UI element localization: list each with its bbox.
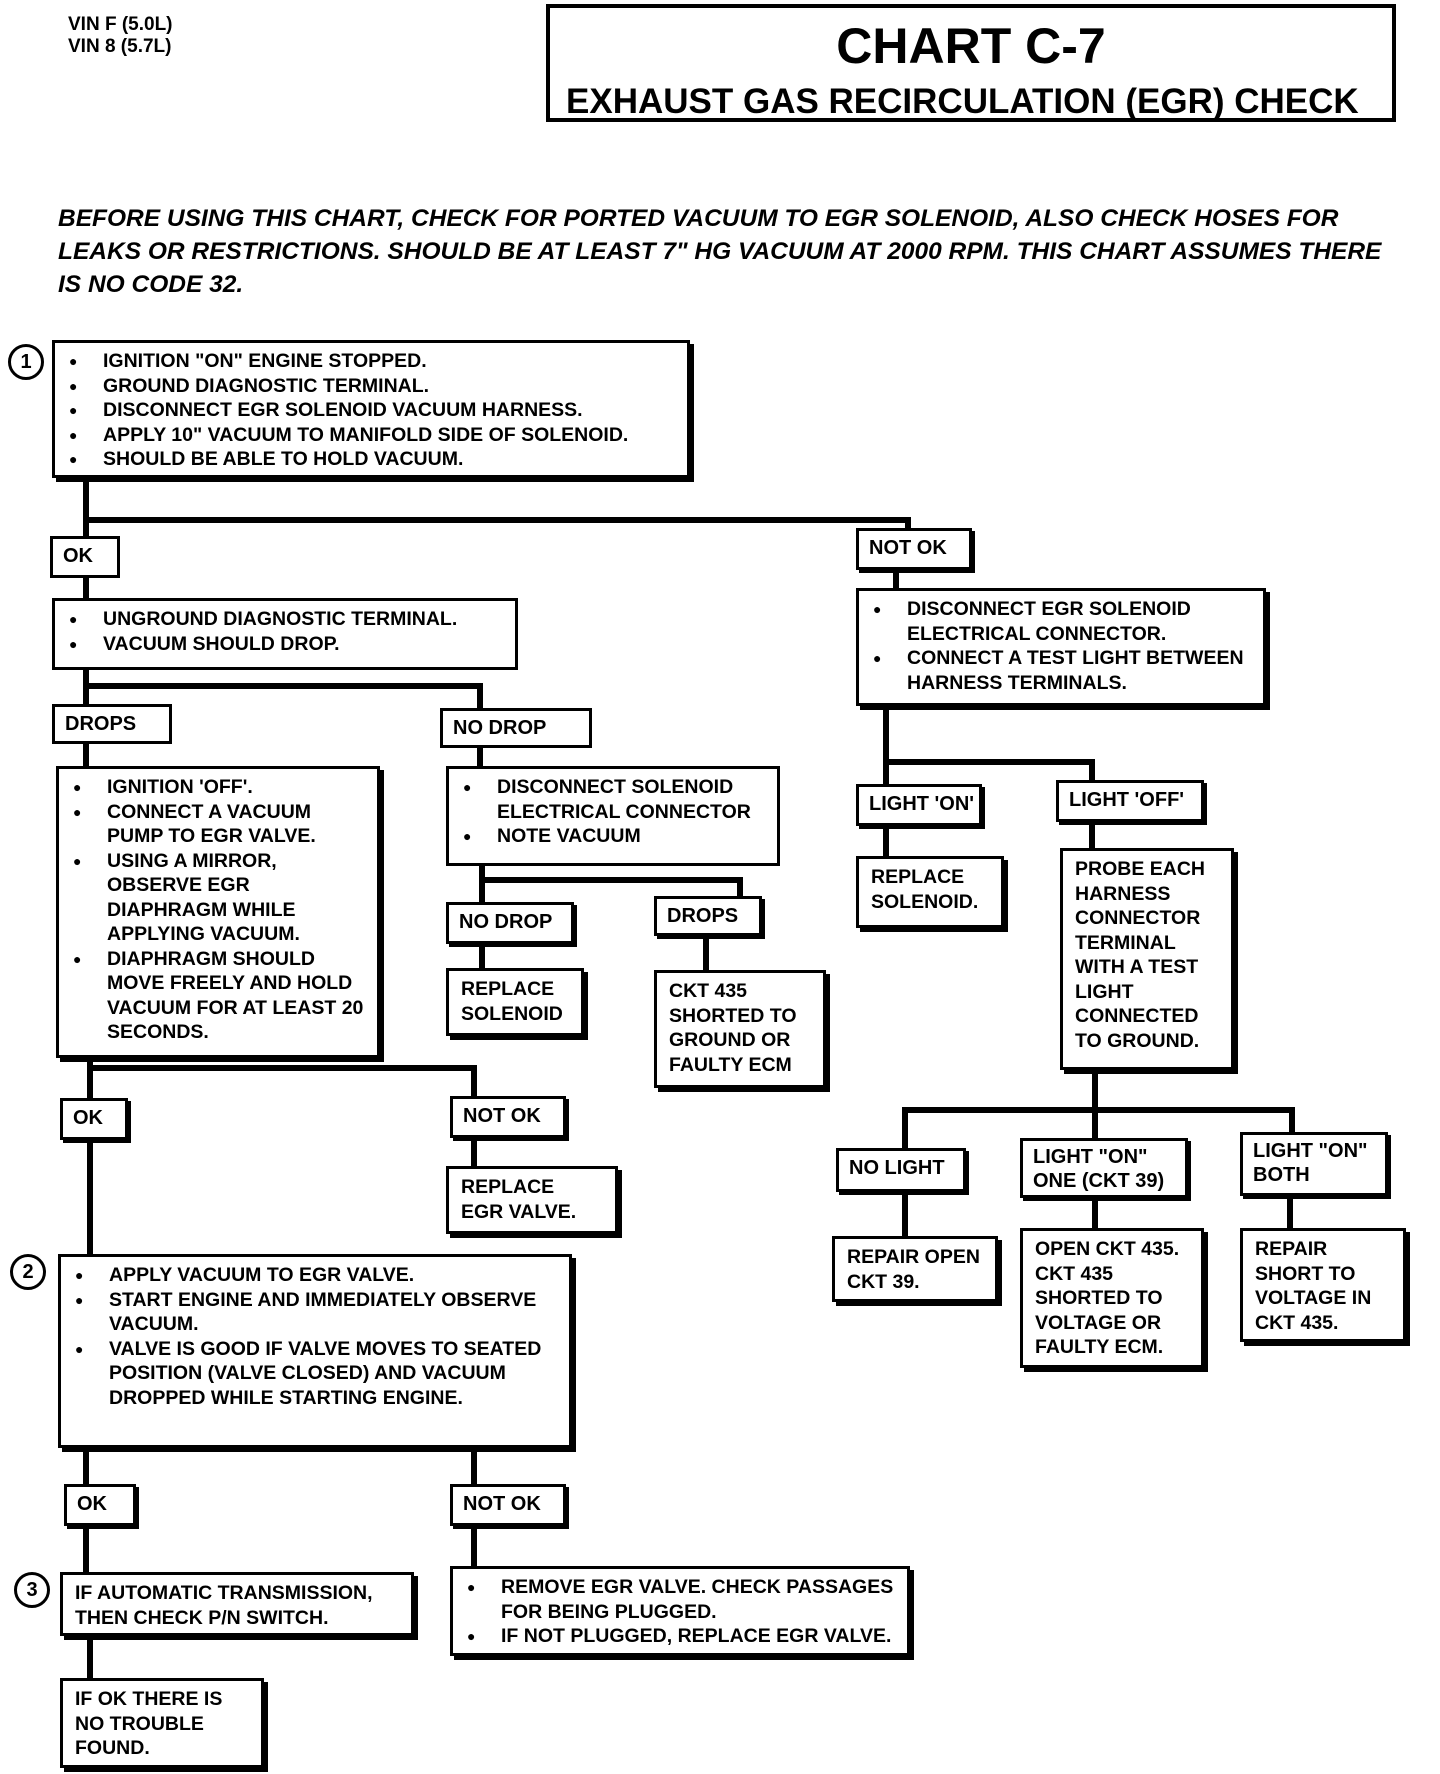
label-no-light: NO LIGHT	[836, 1148, 966, 1192]
label-light-on: LIGHT 'ON'	[856, 784, 982, 826]
label-ok: OK	[60, 1098, 128, 1140]
repair-short-box: REPAIR SHORT TO VOLTAGE IN CKT 435.	[1240, 1228, 1406, 1342]
ignition-off-box: IGNITION 'OFF'. CONNECT A VACUUM PUMP TO…	[56, 766, 380, 1058]
list-item: START ENGINE AND IMMEDIATELY OBSERVE VAC…	[73, 1288, 559, 1337]
list-item: IGNITION 'OFF'.	[71, 775, 367, 800]
list-item: VACUUM SHOULD DROP.	[67, 632, 505, 657]
label-not-ok: NOT OK	[450, 1484, 566, 1526]
title-box: CHART C-7 EXHAUST GAS RECIRCULATION (EGR…	[546, 4, 1396, 122]
list-item: CONNECT A VACUUM PUMP TO EGR VALVE.	[71, 800, 367, 849]
step-number: 2	[10, 1254, 46, 1290]
label-no-drop: NO DROP	[446, 902, 574, 944]
list-item: DISCONNECT EGR SOLENOID VACUUM HARNESS.	[67, 398, 677, 423]
list-item: USING A MIRROR, OBSERVE EGR DIAPHRAGM WH…	[71, 849, 367, 947]
replace-solenoid-box: REPLACE SOLENOID.	[856, 856, 1004, 928]
list-item: UNGROUND DIAGNOSTIC TERMINAL.	[67, 607, 505, 632]
repair-open-box: REPAIR OPEN CKT 39.	[832, 1236, 998, 1302]
label-drops: DROPS	[654, 896, 762, 936]
vin-info: VIN F (5.0L) VIN 8 (5.7L)	[68, 14, 173, 58]
step-number: 1	[8, 344, 44, 380]
list-item: APPLY VACUUM TO EGR VALVE.	[73, 1263, 559, 1288]
list-item: CONNECT A TEST LIGHT BETWEEN HARNESS TER…	[871, 646, 1253, 695]
list-item: REMOVE EGR VALVE. CHECK PASSAGES FOR BEI…	[465, 1575, 897, 1624]
ckt-shorted-box: CKT 435 SHORTED TO GROUND OR FAULTY ECM	[654, 970, 826, 1088]
replace-egr-box: REPLACE EGR VALVE.	[446, 1166, 618, 1234]
no-trouble-box: IF OK THERE IS NO TROUBLE FOUND.	[60, 1678, 264, 1768]
open-ckt-box: OPEN CKT 435. CKT 435 SHORTED TO VOLTAGE…	[1020, 1228, 1204, 1368]
step-number: 3	[14, 1572, 50, 1608]
unground-box: UNGROUND DIAGNOSTIC TERMINAL. VACUUM SHO…	[52, 598, 518, 670]
list-item: SHOULD BE ABLE TO HOLD VACUUM.	[67, 447, 677, 472]
disconnect-connector-box: DISCONNECT EGR SOLENOID ELECTRICAL CONNE…	[856, 588, 1266, 706]
intro-note: BEFORE USING THIS CHART, CHECK FOR PORTE…	[58, 205, 1382, 298]
label-light-on-one: LIGHT "ON" ONE (CKT 39)	[1020, 1138, 1188, 1198]
label-no-drop: NO DROP	[440, 708, 592, 748]
label-not-ok: NOT OK	[450, 1096, 566, 1138]
vin-line: VIN 8 (5.7L)	[68, 36, 172, 57]
list-item: VALVE IS GOOD IF VALVE MOVES TO SEATED P…	[73, 1337, 559, 1411]
step3-box: IF AUTOMATIC TRANSMISSION, THEN CHECK P/…	[60, 1572, 414, 1636]
chart-title: CHART C-7	[836, 18, 1106, 74]
vin-line: VIN F (5.0L)	[68, 14, 173, 35]
remove-egr-box: REMOVE EGR VALVE. CHECK PASSAGES FOR BEI…	[450, 1566, 910, 1656]
list-item: DIAPHRAGM SHOULD MOVE FREELY AND HOLD VA…	[71, 947, 367, 1045]
label-light-off: LIGHT 'OFF'	[1056, 780, 1204, 822]
label-light-on-both: LIGHT "ON" BOTH	[1240, 1132, 1388, 1196]
list-item: DISCONNECT SOLENOID ELECTRICAL CONNECTOR	[461, 775, 767, 824]
list-item: DISCONNECT EGR SOLENOID ELECTRICAL CONNE…	[871, 597, 1253, 646]
list-item: GROUND DIAGNOSTIC TERMINAL.	[67, 374, 677, 399]
label-ok: OK	[64, 1484, 136, 1526]
chart-subtitle: EXHAUST GAS RECIRCULATION (EGR) CHECK	[566, 82, 1359, 121]
note-vacuum-box: DISCONNECT SOLENOID ELECTRICAL CONNECTOR…	[446, 766, 780, 866]
list-item: IF NOT PLUGGED, REPLACE EGR VALVE.	[465, 1624, 897, 1649]
list-item: APPLY 10" VACUUM TO MANIFOLD SIDE OF SOL…	[67, 423, 677, 448]
list-item: NOTE VACUUM	[461, 824, 767, 849]
list-item: IGNITION "ON" ENGINE STOPPED.	[67, 349, 677, 374]
label-drops: DROPS	[52, 704, 172, 744]
step1-box: IGNITION "ON" ENGINE STOPPED. GROUND DIA…	[52, 340, 690, 478]
step2-box: APPLY VACUUM TO EGR VALVE. START ENGINE …	[58, 1254, 572, 1448]
label-not-ok: NOT OK	[856, 528, 972, 570]
probe-box: PROBE EACH HARNESS CONNECTOR TERMINAL WI…	[1060, 848, 1234, 1070]
label-ok: OK	[50, 536, 120, 578]
replace-solenoid-box: REPLACE SOLENOID	[446, 968, 584, 1036]
